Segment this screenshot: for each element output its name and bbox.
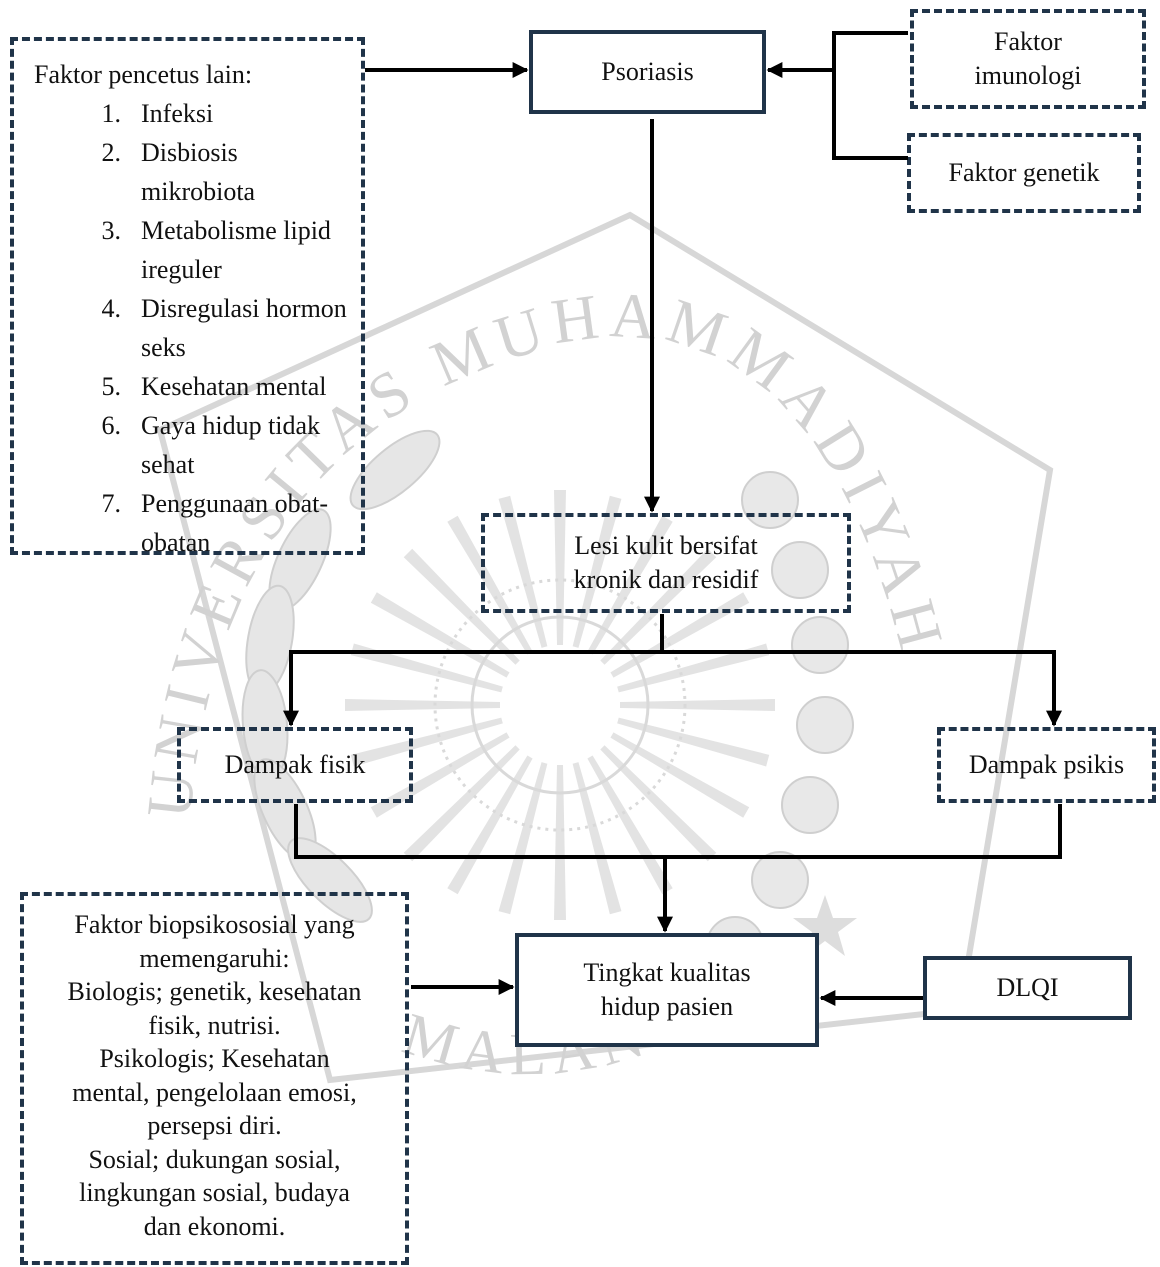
node-psoriasis: Psoriasis (529, 30, 766, 114)
list-item: 7.Penggunaan obat-obatan (101, 489, 329, 557)
node-dlqi-label: DLQI (996, 973, 1059, 1003)
biopsikososial-line: Psikologis; Kesehatan (99, 1044, 330, 1073)
node-lesi-kulit-label: Lesi kulit bersifat kronik dan residif (573, 531, 759, 594)
list-item: 1.Infeksi (101, 99, 214, 128)
connector-merge (294, 804, 1062, 859)
faktor-pencetus-heading: Faktor pencetus lain: (34, 60, 253, 89)
list-item: 3.Metabolisme lipid ireguler (101, 216, 331, 284)
node-dlqi: DLQI (923, 956, 1132, 1020)
list-item: 6.Gaya hidup tidak sehat (101, 411, 321, 479)
biopsikososial-line: Faktor biopsikososial yang (74, 910, 355, 939)
node-dampak-psikis-label: Dampak psikis (968, 750, 1125, 780)
node-faktor-genetik: Faktor genetik (907, 133, 1141, 213)
node-faktor-genetik-label: Faktor genetik (948, 158, 1100, 188)
node-faktor-imunologi-label: Faktor imunologi (974, 27, 1082, 90)
biopsikososial-line: lingkungan sosial, budaya (79, 1178, 350, 1207)
biopsikososial-line: Sosial; dukungan sosial, (88, 1144, 341, 1174)
list-item: 5.Kesehatan mental (101, 372, 327, 401)
biopsikososial-line: memengaruhi: (139, 943, 290, 973)
node-tingkat-kualitas-hidup: Tingkat kualitas hidup pasien (515, 933, 819, 1047)
biopsikososial-line: mental, pengelolaan emosi, (72, 1077, 357, 1107)
list-item: 4.Disregulasi hormon seks (101, 294, 347, 362)
biopsikososial-line: Biologis; genetik, kesehatan (67, 977, 362, 1006)
connector-imunologi (832, 31, 908, 160)
biopsikososial-line: persepsi diri. (147, 1111, 282, 1140)
node-tingkat-kualitas-hidup-label: Tingkat kualitas hidup pasien (583, 958, 751, 1021)
node-faktor-biopsikososial: Faktor biopsikososial yang memengaruhi: … (20, 892, 409, 1265)
node-faktor-imunologi: Faktor imunologi (910, 9, 1146, 109)
list-item: 2.Disbiosis mikrobiota (101, 138, 256, 206)
node-dampak-fisik-label: Dampak fisik (224, 750, 366, 780)
biopsikososial-line: fisik, nutrisi. (148, 1010, 281, 1040)
faktor-pencetus-list: 1.Infeksi 2.Disbiosis mikrobiota 3.Metab… (34, 94, 361, 562)
node-psoriasis-label: Psoriasis (601, 57, 694, 87)
node-dampak-fisik: Dampak fisik (177, 727, 413, 803)
node-faktor-pencetus-lain: Faktor pencetus lain: 1.Infeksi 2.Disbio… (10, 37, 365, 557)
node-lesi-kulit: Lesi kulit bersifat kronik dan residif (481, 513, 851, 613)
biopsikososial-line: dan ekonomi. (143, 1211, 286, 1241)
node-dampak-psikis: Dampak psikis (937, 727, 1156, 803)
